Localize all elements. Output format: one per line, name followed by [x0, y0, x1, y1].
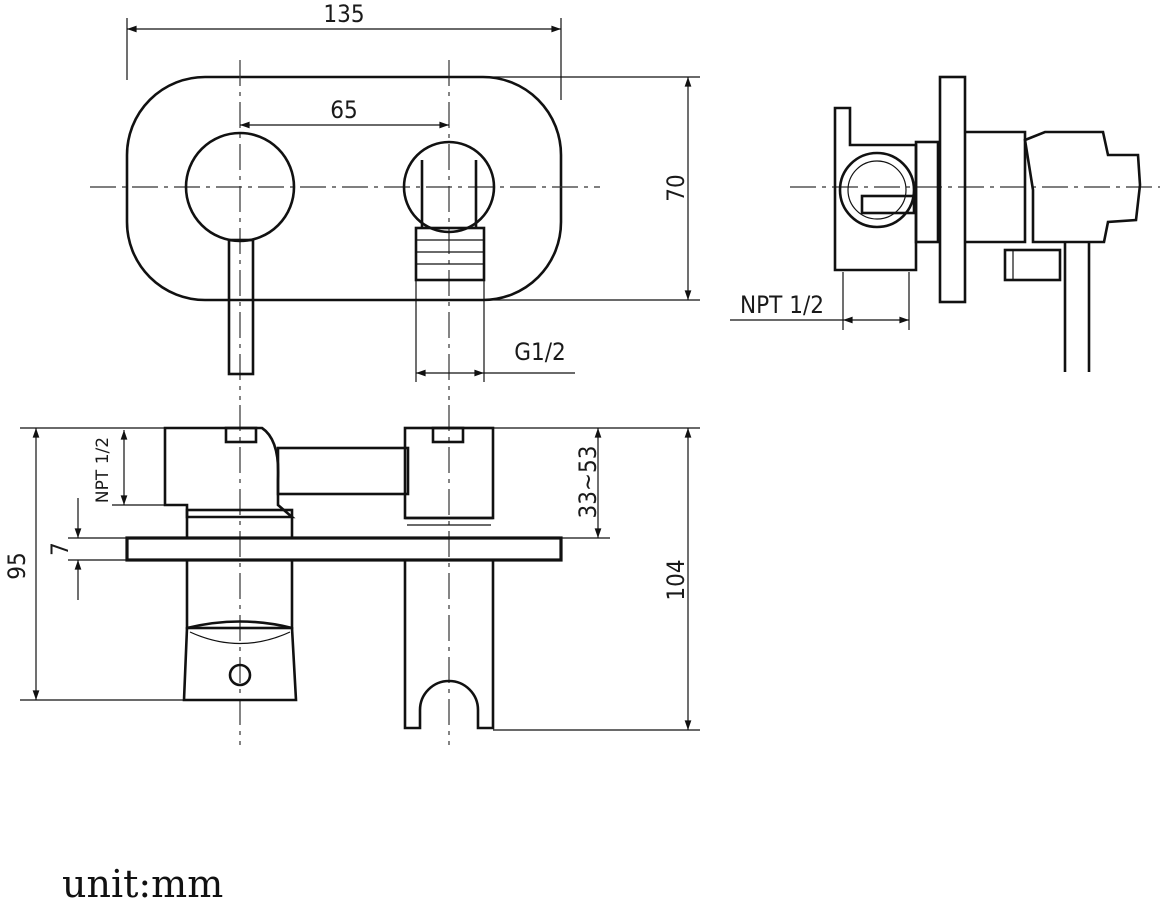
dim-handle-spacing: 65 — [330, 96, 357, 124]
side-view: NPT 1/2 — [730, 75, 1160, 372]
dim-width-total: 135 — [323, 0, 364, 28]
connecting-tube — [276, 446, 410, 496]
cover-plate — [125, 75, 563, 302]
valve-body — [833, 106, 918, 272]
handle-side — [1023, 130, 1142, 244]
wall-plate-side — [938, 75, 967, 304]
dim-height-plate: 70 — [662, 174, 690, 201]
dim-height-total-right: 104 — [662, 559, 690, 600]
dim-plate-thickness: 7 — [46, 542, 74, 556]
front-view: 135 65 70 G1/2 — [90, 0, 700, 400]
section-view: 95 NPT 1/2 7 33~53 104 — [3, 405, 700, 745]
outlet-elbow — [402, 140, 496, 234]
dim-height-total-left: 95 — [3, 552, 31, 579]
dim-wall-depth: 33~53 — [574, 445, 602, 518]
dim-thread-outlet: G1/2 — [514, 338, 565, 366]
outlet-connector — [414, 226, 486, 282]
cover-plate-section — [125, 536, 563, 562]
shower-holder — [403, 558, 495, 730]
dim-thread-side: NPT 1/2 — [740, 291, 824, 319]
lever-handle — [227, 238, 255, 376]
unit-label: unit:mm — [62, 862, 223, 902]
dim-thread-front: NPT 1/2 — [93, 437, 113, 503]
